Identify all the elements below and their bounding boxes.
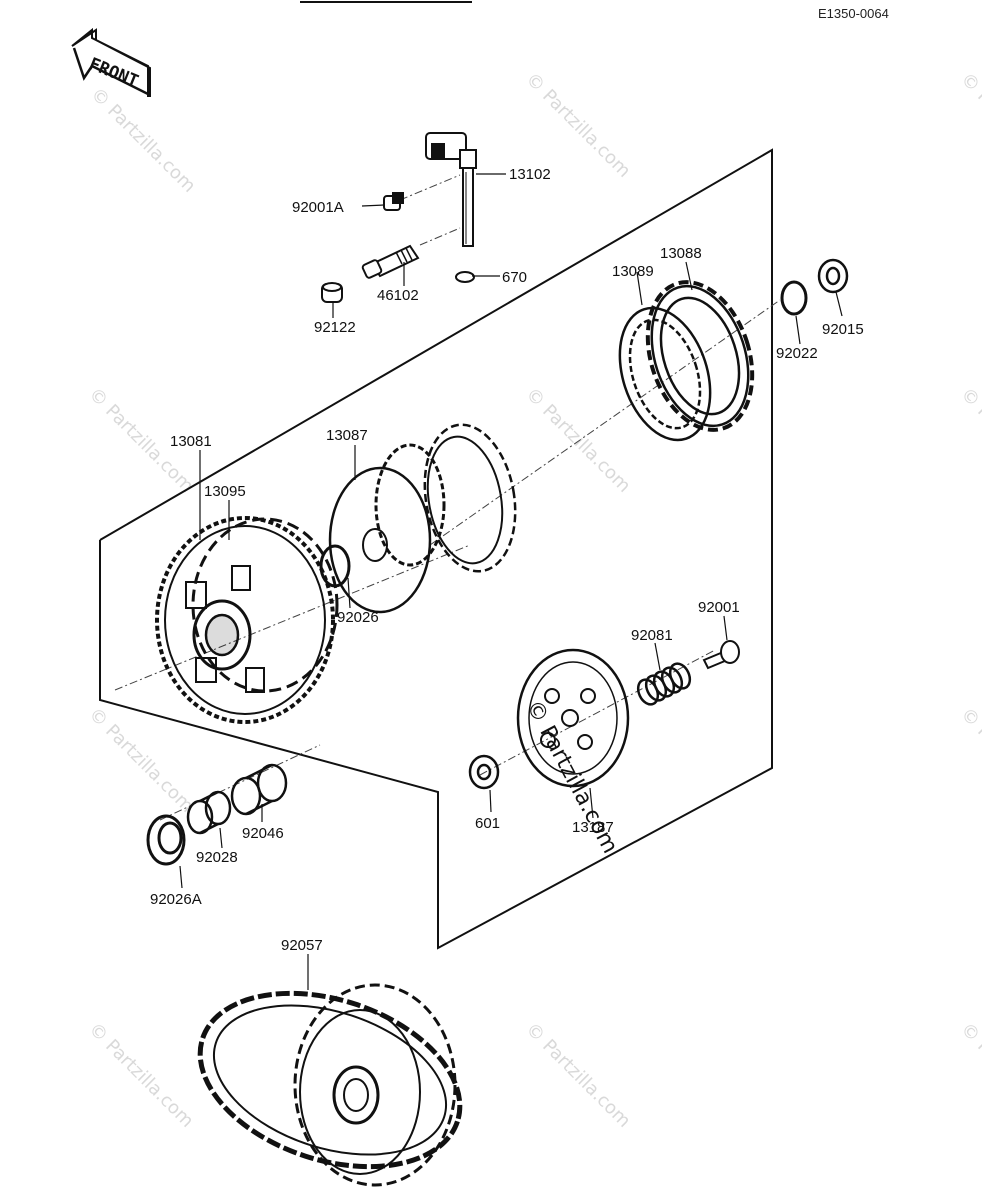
part-92122-cap: [321, 282, 343, 303]
label-92028: 92028: [196, 849, 238, 866]
label-92057: 92057: [281, 937, 323, 954]
part-13187-pressure-plate: [516, 648, 630, 788]
assembly-frame: [99, 148, 773, 950]
label-13089: 13089: [612, 263, 654, 280]
label-13087: 13087: [326, 427, 368, 444]
label-13187: 13187: [572, 819, 614, 836]
label-92046: 92046: [242, 825, 284, 842]
watermark: © Partzilla.com: [521, 1019, 634, 1132]
part-92026-washer: [319, 544, 351, 588]
part-92015-nut: [817, 258, 849, 294]
watermark: © Partzilla.com: [521, 384, 634, 497]
part-13095-clutch-housing: [155, 516, 339, 724]
label-601: 601: [475, 815, 500, 832]
label-13081: 13081: [170, 433, 212, 450]
label-92081: 92081: [631, 627, 673, 644]
leader-lines: [179, 173, 843, 990]
watermark: © Partzilla.com: [521, 69, 634, 182]
label-46102: 46102: [377, 287, 419, 304]
diagram-code: E1350-0064: [818, 6, 889, 21]
part-13088-steel-plate: [645, 280, 755, 432]
label-92122: 92122: [314, 319, 356, 336]
front-arrow-icon: FRONT: [71, 27, 151, 97]
part-92046-needle-bearing: [230, 763, 288, 816]
part-92001-bolt: [702, 640, 740, 670]
watermark: © Partzilla.com: [956, 69, 982, 182]
watermark: © Partzilla.com: [84, 704, 197, 817]
label-670: 670: [502, 269, 527, 286]
part-601-ball-bearing: [468, 754, 500, 790]
part-13102-push-lever-shaft: [425, 132, 477, 247]
watermark: © Partzilla.com: [86, 84, 199, 197]
part-92022-washer: [780, 280, 808, 316]
axis-lines: [114, 174, 781, 821]
part-labels: 13102 92001A 46102 670 92122 13089 13088…: [150, 166, 864, 954]
label-92001a: 92001A: [292, 199, 344, 216]
watermark: © Partzilla.com: [956, 704, 982, 817]
watermark: © Partzilla.com: [956, 384, 982, 497]
label-13095: 13095: [204, 483, 246, 500]
part-92028-sleeve: [186, 790, 232, 835]
part-92026a-washer: [146, 814, 186, 866]
part-670-washer: [455, 271, 475, 283]
part-92001a-bolt: [383, 192, 404, 211]
label-13102: 13102: [509, 166, 551, 183]
label-92001: 92001: [698, 599, 740, 616]
label-92026: 92026: [337, 609, 379, 626]
watermark: © Partzilla.com: [84, 1019, 197, 1132]
label-92026a: 92026A: [150, 891, 202, 908]
part-13087-clutch-hub: [328, 423, 517, 614]
part-92081-spring: [636, 662, 692, 706]
label-13088: 13088: [660, 245, 702, 262]
watermark: © Partzilla.com: [956, 1019, 982, 1132]
label-92015: 92015: [822, 321, 864, 338]
part-92057-primary-chain: [197, 983, 463, 1187]
label-92022: 92022: [776, 345, 818, 362]
part-46102-adjusting-screw: [361, 244, 420, 279]
